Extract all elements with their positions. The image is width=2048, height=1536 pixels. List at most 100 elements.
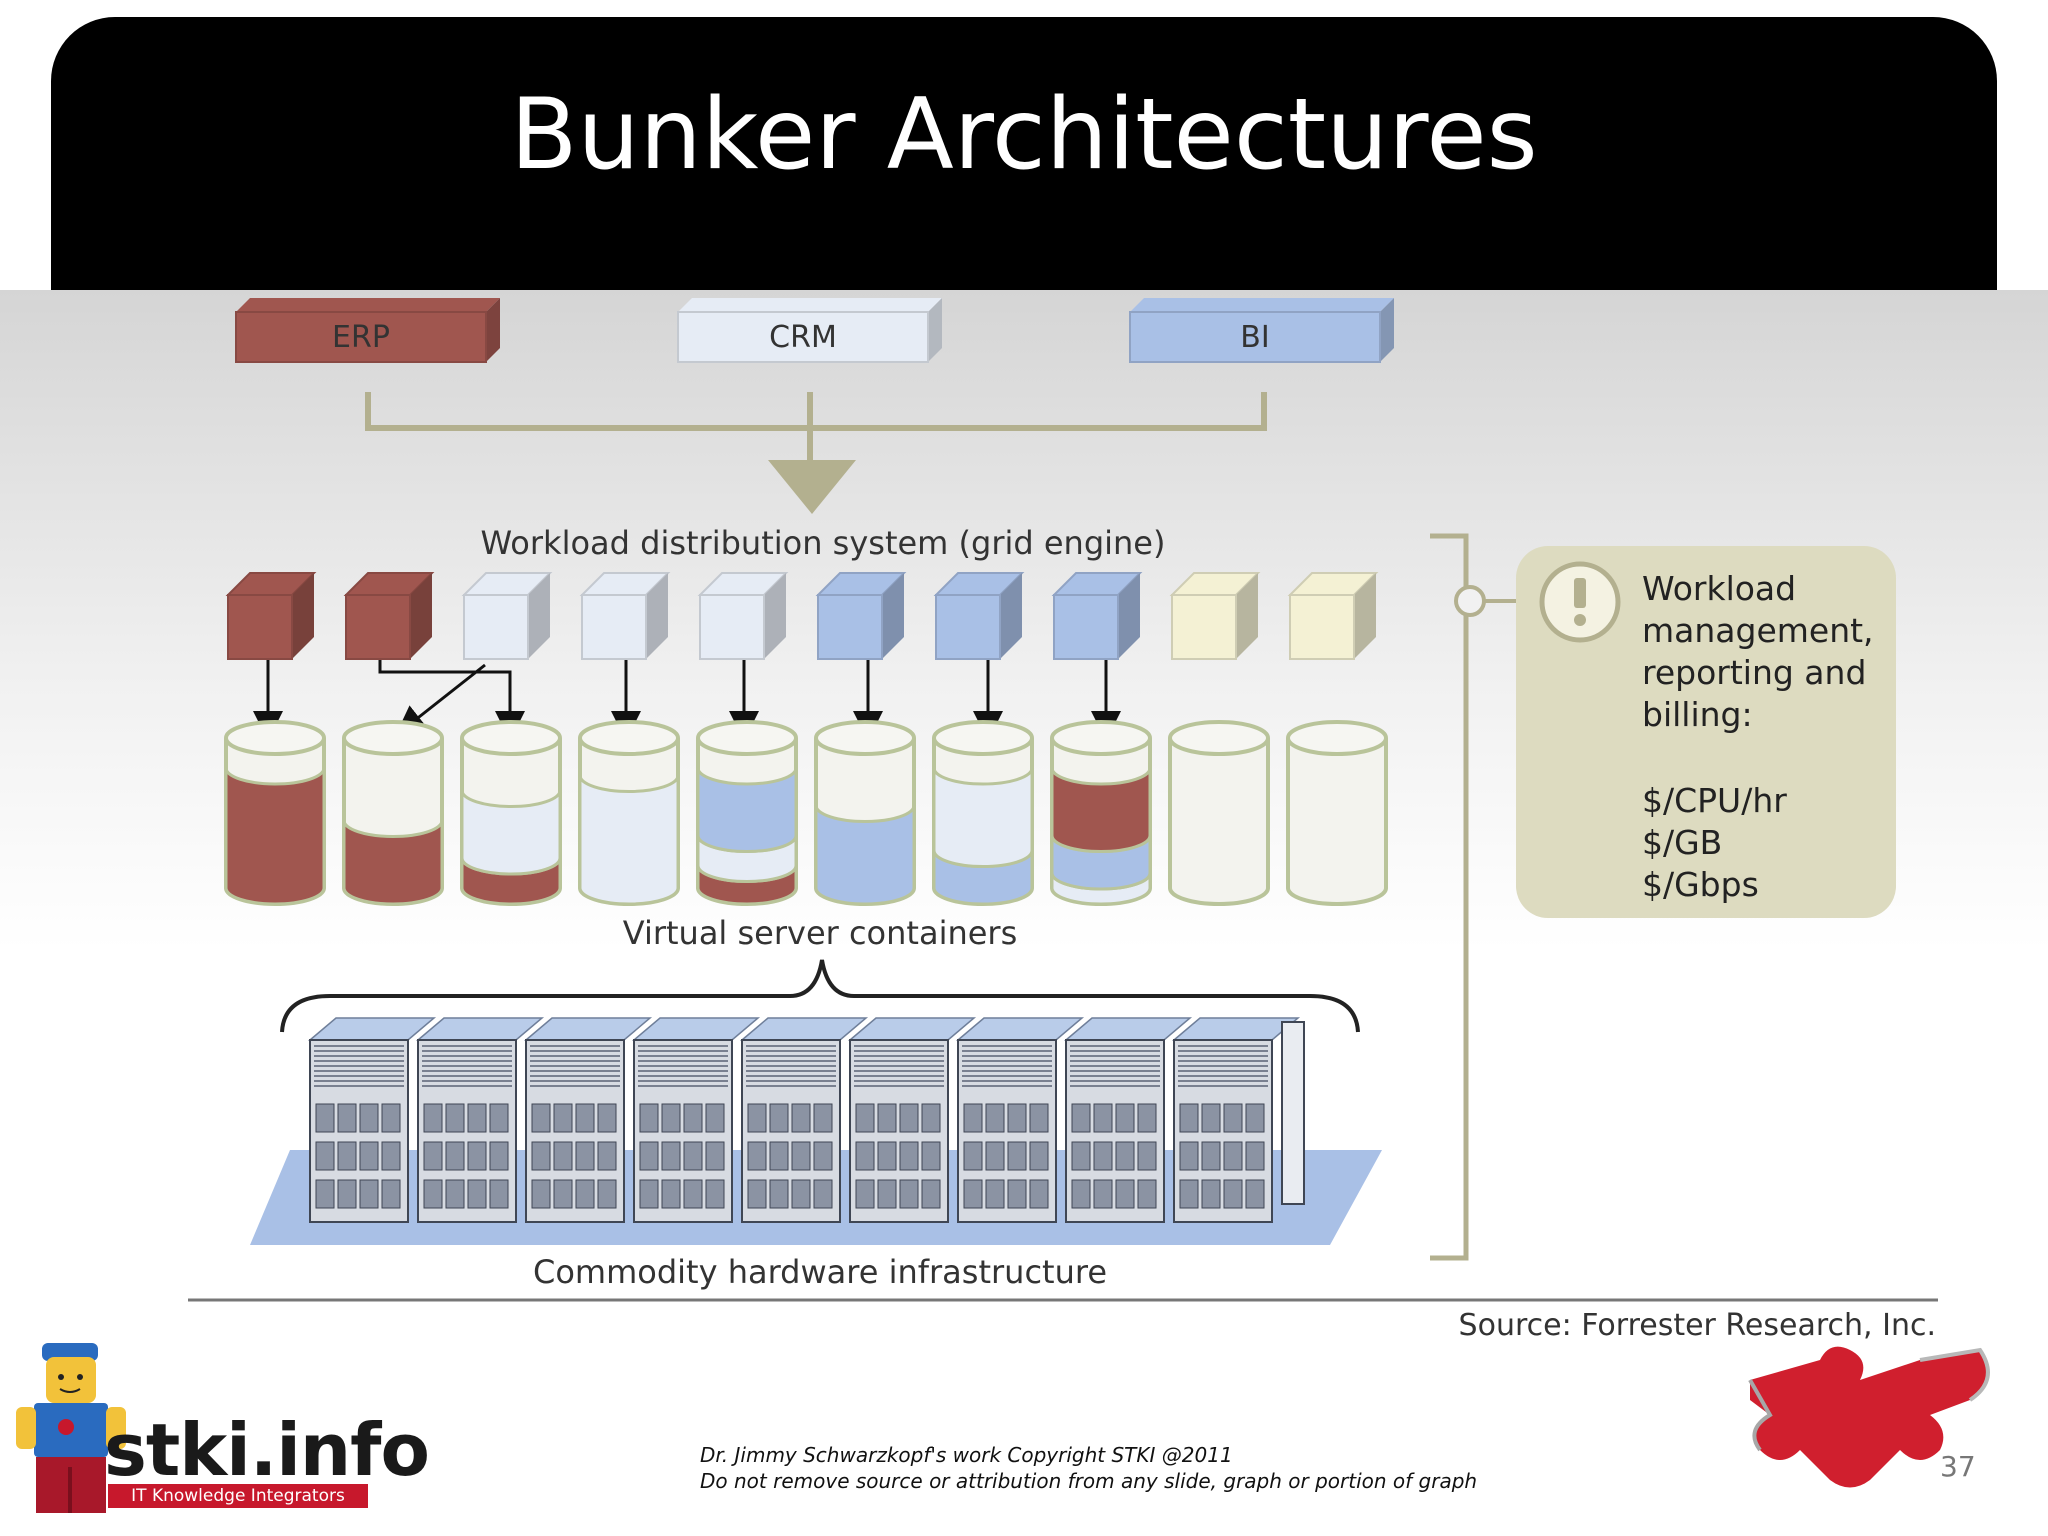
- cylinder-top: [342, 720, 444, 756]
- rack-drive-bay: [1007, 1179, 1027, 1209]
- rack-top: [955, 1017, 1085, 1041]
- rack-drive-bay: [467, 1141, 487, 1171]
- rack-drive-bay: [553, 1103, 573, 1133]
- container-cylinder: [1168, 720, 1270, 906]
- cylinder-fill-layer: [342, 820, 444, 906]
- cylinder-fill-layer: [224, 767, 326, 906]
- rack-drive-bay: [1029, 1179, 1049, 1209]
- rack-drive-bay: [1007, 1141, 1027, 1171]
- containers-brace: [280, 959, 1360, 1033]
- virtual-server-containers: [224, 720, 1388, 906]
- server-rack: [523, 1017, 653, 1223]
- workload-cube: [815, 572, 907, 660]
- container-cylinder: [1286, 720, 1388, 906]
- app-box-top: [236, 298, 500, 312]
- warning-icon-bar: [1574, 578, 1586, 608]
- rack-drive-bay: [315, 1103, 335, 1133]
- cylinder-fill-layer: [932, 767, 1034, 868]
- rack-drive-bay: [1201, 1141, 1221, 1171]
- app-box-label: CRM: [769, 320, 837, 355]
- cube-face: [1053, 594, 1119, 660]
- cylinder-fill-layer: [696, 767, 798, 853]
- rack-drive-bay: [597, 1179, 617, 1209]
- app-box-face: [235, 311, 487, 363]
- rack-drive-bay: [1007, 1103, 1027, 1133]
- rack-drive-bay: [445, 1141, 465, 1171]
- cube-face: [1289, 594, 1355, 660]
- app-box-bi: BI: [1129, 298, 1394, 363]
- app-box-label: ERP: [332, 320, 390, 355]
- rack-drive-bay: [639, 1179, 659, 1209]
- app-box-crm: CRM: [677, 298, 942, 363]
- cube-face: [1171, 594, 1237, 660]
- rack-drive-bay: [1115, 1103, 1135, 1133]
- logo-wordmark: stki.info: [104, 1408, 430, 1492]
- rack-drive-bay: [1115, 1179, 1135, 1209]
- cylinder-top: [224, 720, 326, 756]
- rack-drive-bay: [1179, 1179, 1199, 1209]
- rack-drive-bay: [813, 1141, 833, 1171]
- cube-face: [463, 594, 529, 660]
- workload-cube: [343, 572, 435, 660]
- rack-drive-bay: [531, 1141, 551, 1171]
- rack-drive-bay: [1137, 1141, 1157, 1171]
- rack-drive-bay: [855, 1141, 875, 1171]
- rack-drive-bay: [381, 1179, 401, 1209]
- rack-drive-bay: [639, 1141, 659, 1171]
- rack-drive-bay: [315, 1179, 335, 1209]
- rack-drive-bay: [747, 1141, 767, 1171]
- rack-drive-bay: [1245, 1141, 1265, 1171]
- rack-drive-bay: [661, 1103, 681, 1133]
- cylinder-top: [1286, 720, 1388, 756]
- rack-drive-bay: [963, 1103, 983, 1133]
- callout-heading-line: Workload: [1642, 569, 1796, 608]
- rack-drive-bay: [791, 1179, 811, 1209]
- rack-drive-bay: [575, 1141, 595, 1171]
- rack-drive-bay: [337, 1103, 357, 1133]
- source-credit: Source: Forrester Research, Inc.: [1459, 1308, 1936, 1343]
- app-box-erp: ERP: [235, 298, 500, 363]
- rack-top: [739, 1017, 869, 1041]
- rack-drive-bay: [769, 1179, 789, 1209]
- cylinder-top: [1050, 720, 1152, 756]
- rack-drive-bay: [1071, 1103, 1091, 1133]
- server-racks: [307, 1017, 1305, 1223]
- warning-icon-dot: [1574, 614, 1586, 626]
- rack-drive-bay: [1071, 1179, 1091, 1209]
- rack-drive-bay: [489, 1141, 509, 1171]
- cube-face: [581, 594, 647, 660]
- server-rack: [1171, 1017, 1301, 1223]
- cube-side: [1354, 573, 1376, 659]
- rack-drive-bay: [705, 1179, 725, 1209]
- rack-drive-bay: [597, 1103, 617, 1133]
- rack-drive-bay: [381, 1103, 401, 1133]
- rack-drive-bay: [337, 1141, 357, 1171]
- server-rack: [415, 1017, 545, 1223]
- rack-top: [523, 1017, 653, 1041]
- rack-drive-bay: [489, 1103, 509, 1133]
- workload-cube: [1287, 572, 1379, 660]
- rack-drive-bay: [683, 1141, 703, 1171]
- rack-drive-bay: [769, 1141, 789, 1171]
- management-callout: [1516, 546, 1896, 918]
- callout-heading-line: billing:: [1642, 695, 1753, 734]
- rack-drive-bay: [315, 1141, 335, 1171]
- rack-drive-bay: [963, 1179, 983, 1209]
- workload-cube: [1051, 572, 1143, 660]
- rack-drive-bay: [1201, 1103, 1221, 1133]
- cylinder-fill-layer: [460, 790, 562, 876]
- rack-drive-bay: [899, 1103, 919, 1133]
- rack-top: [631, 1017, 761, 1041]
- rack-drive-bay: [877, 1141, 897, 1171]
- rack-drive-bay: [1179, 1103, 1199, 1133]
- rack-drive-bay: [531, 1179, 551, 1209]
- workload-cube: [579, 572, 671, 660]
- rack-drive-bay: [423, 1103, 443, 1133]
- rack-drive-bay: [1115, 1141, 1135, 1171]
- copyright-line: Dr. Jimmy Schwarzkopf's work Copyright S…: [700, 1443, 1233, 1467]
- container-cylinder: [460, 720, 562, 906]
- cylinder-top: [932, 720, 1034, 756]
- rack-drive-bay: [639, 1103, 659, 1133]
- rack-side-panel: [1281, 1021, 1305, 1205]
